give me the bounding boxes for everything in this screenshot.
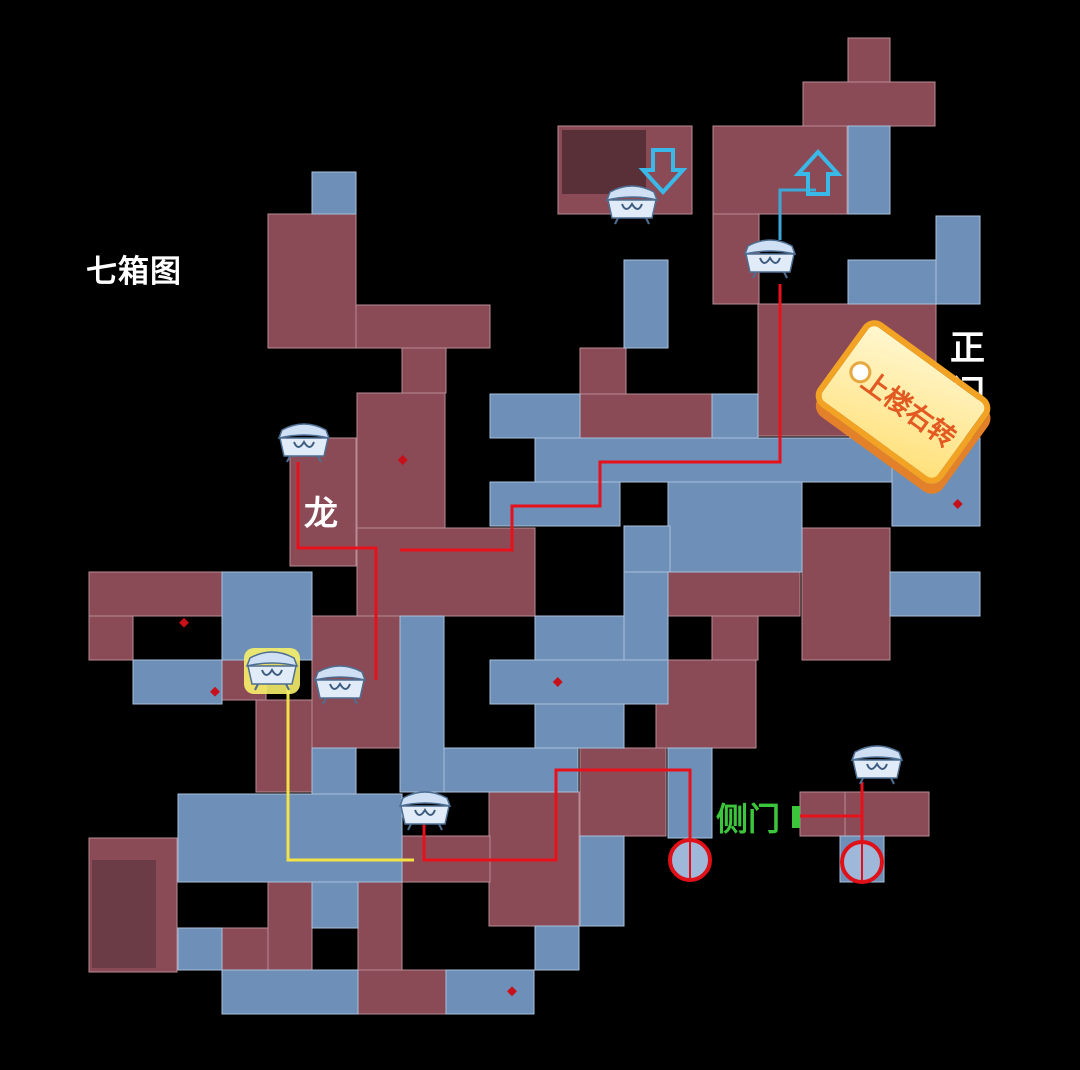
hint-tag-text: 上楼右转: [855, 365, 962, 454]
treasure-chest-icon[interactable]: [851, 745, 903, 785]
dragon-label: 龙: [304, 494, 338, 534]
red-route-main: [296, 284, 864, 862]
dark-room-top: [562, 130, 646, 194]
arrow-up-icon: [793, 149, 843, 196]
spawn-circle-icon: [840, 840, 884, 884]
treasure-chest-icon[interactable]: [278, 423, 330, 463]
yellow-route: [286, 684, 414, 862]
dark-room-bottom-left: [92, 860, 156, 968]
spawn-circle-icon: [668, 838, 712, 882]
treasure-chest-icon[interactable]: [606, 185, 658, 225]
blue-route: [778, 188, 816, 240]
treasure-chest-icon[interactable]: [244, 648, 300, 694]
treasure-chest-icon[interactable]: [314, 665, 366, 705]
door-marker-icon: [792, 806, 800, 828]
arrow-down-icon: [638, 148, 688, 195]
blue-rooms: [132, 125, 981, 1015]
treasure-chest-icon[interactable]: [399, 791, 451, 831]
treasure-chest-icon[interactable]: [744, 239, 796, 279]
map-title: 七箱图: [86, 254, 182, 290]
side-gate-label: 侧门: [716, 800, 781, 838]
